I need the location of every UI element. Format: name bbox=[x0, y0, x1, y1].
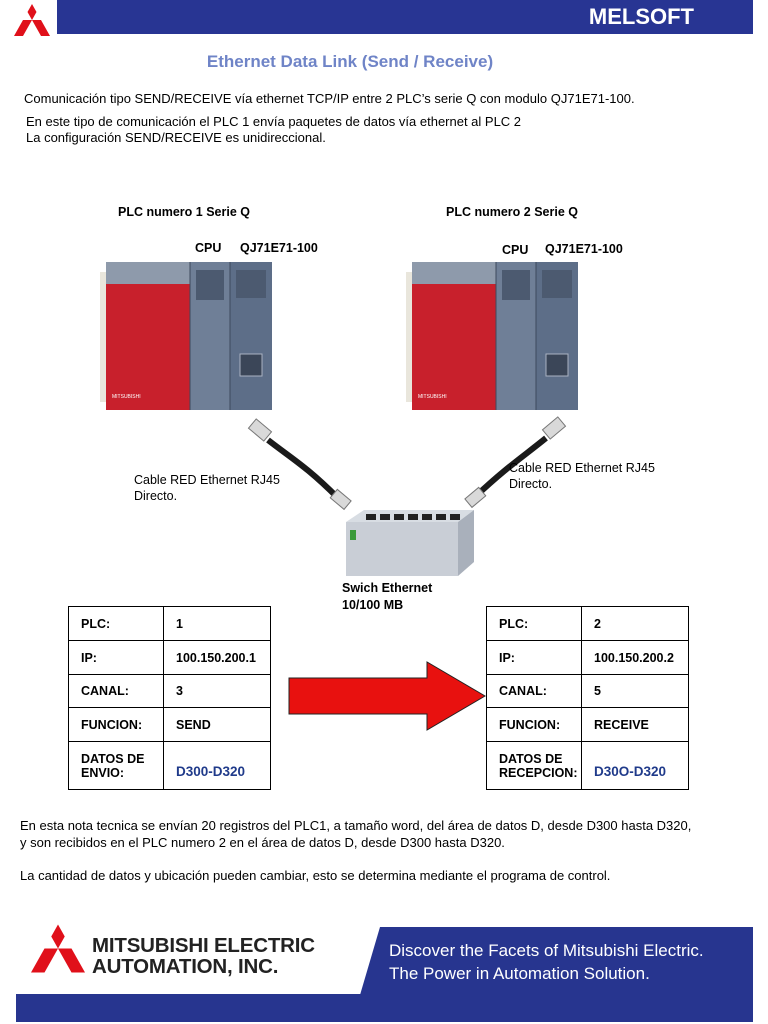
table-value: 100.150.200.1 bbox=[163, 640, 271, 675]
data-key-line-1: DATOS DE bbox=[499, 751, 563, 766]
table-row: FUNCION: SEND bbox=[68, 707, 271, 742]
footer-tagline-band bbox=[360, 927, 753, 995]
plc1-module-label: QJ71E71-100 bbox=[240, 241, 318, 255]
note-line-2: y son recibidos en el PLC numero 2 en el… bbox=[20, 835, 505, 850]
table-key: CANAL: bbox=[68, 674, 164, 708]
left-cable-caption-1: Cable RED Ethernet RJ45 bbox=[134, 473, 280, 487]
switch-label-1: Swich Ethernet bbox=[342, 581, 433, 595]
footer-mitsubishi-logo-icon bbox=[31, 924, 85, 973]
plc1-info-table: PLC: 1 IP: 100.150.200.1 CANAL: 3 FUNCIO… bbox=[68, 606, 271, 790]
table-key: PLC: bbox=[68, 606, 164, 641]
footer-tagline-1: Discover the Facets of Mitsubishi Electr… bbox=[389, 941, 704, 960]
plc2-module-label: QJ71E71-100 bbox=[545, 242, 623, 256]
data-range-value: D300-D320 bbox=[163, 741, 271, 790]
footer-company-line-1: MITSUBISHI ELECTRIC bbox=[92, 934, 315, 957]
right-ethernet-cable-icon bbox=[464, 416, 567, 509]
table-row: CANAL: 5 bbox=[486, 674, 689, 708]
note-line-1: En esta nota tecnica se envían 20 regist… bbox=[20, 818, 692, 833]
mitsubishi-logo-icon bbox=[14, 4, 50, 36]
footer-tagline-2: The Power in Automation Solution. bbox=[389, 964, 650, 983]
note-line-3: La cantidad de datos y ubicación pueden … bbox=[20, 868, 611, 883]
plc1-brand-text: MITSUBISHI bbox=[112, 394, 141, 400]
plc2-cpu-label: CPU bbox=[502, 243, 529, 257]
table-key: CANAL: bbox=[486, 674, 582, 708]
table-row: PLC: 2 bbox=[486, 606, 689, 641]
table-row: DATOS DE RECEPCION: D30O-D320 bbox=[486, 741, 689, 790]
table-value: SEND bbox=[163, 707, 271, 742]
plc2-image: MITSUBISHI bbox=[406, 262, 578, 410]
left-cable-caption-2: Directo. bbox=[134, 489, 178, 503]
header-bar bbox=[57, 0, 753, 34]
table-key: IP: bbox=[486, 640, 582, 675]
plc1-heading: PLC numero 1 Serie Q bbox=[118, 205, 250, 219]
intro-line-1: Comunicación tipo SEND/RECEIVE vía ether… bbox=[24, 91, 635, 106]
send-arrow-icon bbox=[288, 661, 486, 731]
table-row: DATOS DE ENVIO: D300-D320 bbox=[68, 741, 271, 790]
table-key: IP: bbox=[68, 640, 164, 675]
data-key-line-2: ENVIO: bbox=[81, 765, 125, 780]
table-value: 3 bbox=[163, 674, 271, 708]
ethernet-switch-icon bbox=[346, 510, 474, 576]
table-value: 100.150.200.2 bbox=[581, 640, 689, 675]
table-value: 5 bbox=[581, 674, 689, 708]
data-key-line-1: DATOS DE bbox=[81, 751, 145, 766]
header-brand: MELSOFT bbox=[588, 4, 694, 29]
table-row: PLC: 1 bbox=[68, 606, 271, 641]
right-cable-caption-1: Cable RED Ethernet RJ45 bbox=[509, 461, 655, 475]
footer-company-line-2: AUTOMATION, INC. bbox=[92, 955, 279, 978]
table-key: DATOS DE RECEPCION: bbox=[486, 741, 582, 790]
table-row: IP: 100.150.200.2 bbox=[486, 640, 689, 675]
table-key: FUNCION: bbox=[486, 707, 582, 742]
plc2-info-table: PLC: 2 IP: 100.150.200.2 CANAL: 5 FUNCIO… bbox=[486, 606, 689, 790]
table-row: IP: 100.150.200.1 bbox=[68, 640, 271, 675]
plc1-cpu-label: CPU bbox=[195, 241, 222, 255]
page-title: Ethernet Data Link (Send / Receive) bbox=[206, 52, 494, 71]
plc2-brand-text: MITSUBISHI bbox=[418, 394, 447, 400]
table-key: PLC: bbox=[486, 606, 582, 641]
right-cable-caption-2: Directo. bbox=[509, 477, 553, 491]
plc1-image: MITSUBISHI bbox=[100, 262, 272, 410]
table-value: RECEIVE bbox=[581, 707, 689, 742]
table-value: 1 bbox=[163, 606, 271, 641]
table-key: FUNCION: bbox=[68, 707, 164, 742]
intro-line-3: La configuración SEND/RECEIVE es unidire… bbox=[26, 130, 326, 145]
footer-bottom-bar bbox=[16, 994, 753, 1022]
table-row: FUNCION: RECEIVE bbox=[486, 707, 689, 742]
table-key: DATOS DE ENVIO: bbox=[68, 741, 164, 790]
switch-label-2: 10/100 MB bbox=[342, 598, 404, 612]
data-range-value: D30O-D320 bbox=[581, 741, 689, 790]
intro-line-2: En este tipo de comunicación el PLC 1 en… bbox=[26, 114, 522, 129]
table-value: 2 bbox=[581, 606, 689, 641]
left-ethernet-cable-icon bbox=[247, 418, 352, 511]
plc2-heading: PLC numero 2 Serie Q bbox=[446, 205, 578, 219]
data-key-line-2: RECEPCION: bbox=[499, 765, 578, 780]
table-row: CANAL: 3 bbox=[68, 674, 271, 708]
